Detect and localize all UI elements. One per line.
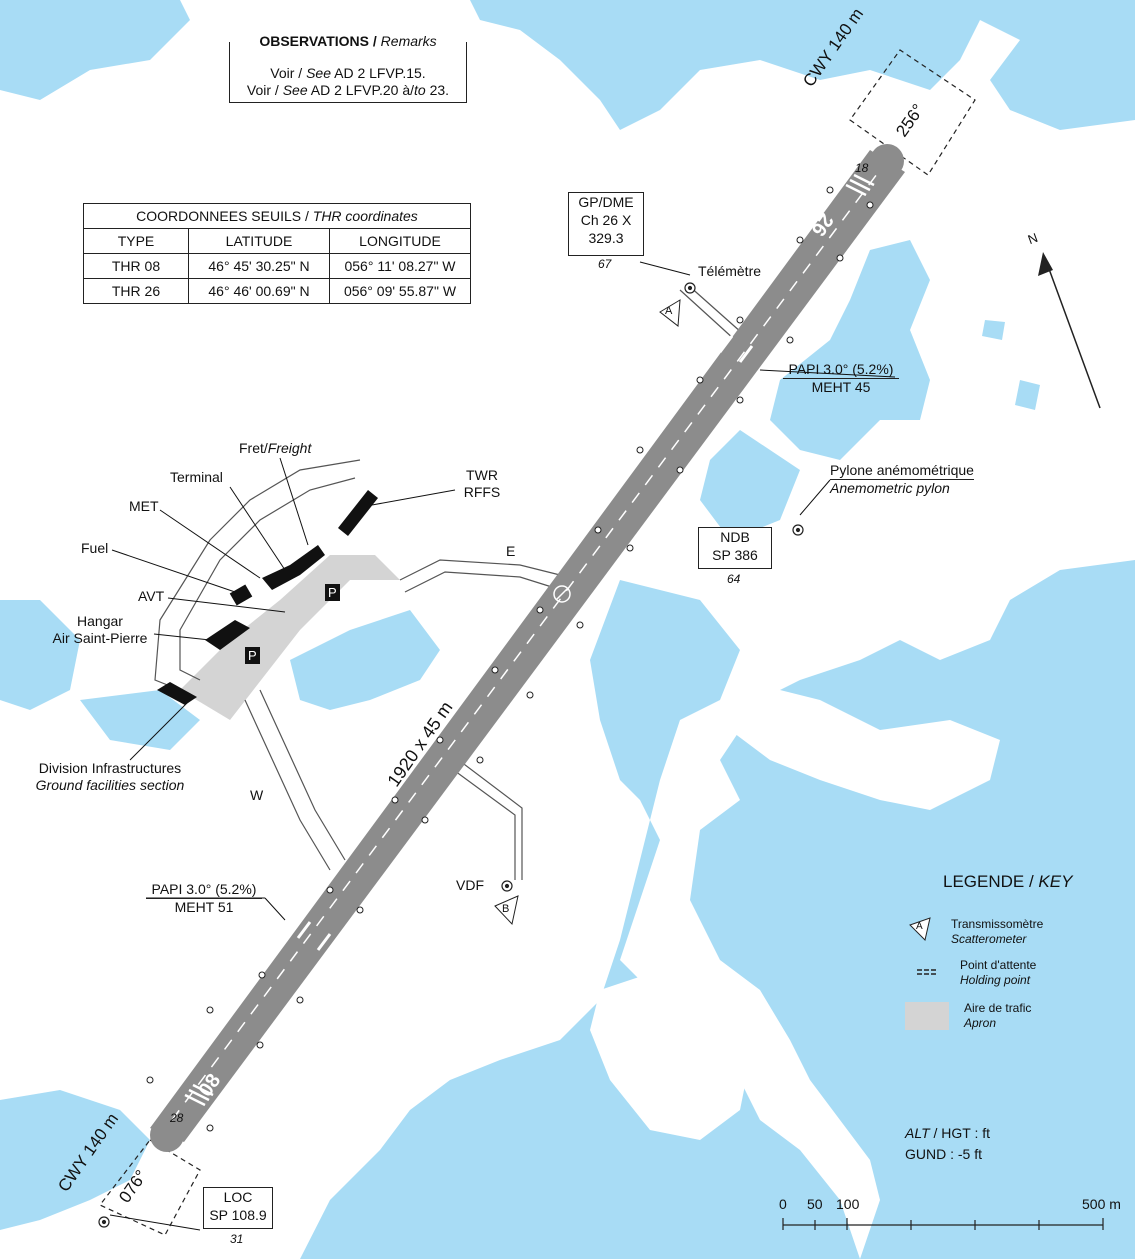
ndb-box: NDB SP 386 [698, 527, 772, 569]
scatterometer-a [659, 299, 681, 327]
north-arrow [1038, 252, 1101, 409]
gp-dme-elevation: 67 [598, 257, 612, 271]
thr-row-26: THR 26 46° 46' 00.69" N 056° 09' 55.87" … [83, 278, 471, 304]
terminal-building [262, 545, 325, 590]
water-inner-pond [290, 610, 440, 710]
observations-box: OBSERVATIONS / Remarks Voir / See AD 2 L… [229, 33, 467, 103]
division-label: Division Infrastructures Ground faciliti… [35, 760, 185, 793]
runway-surface [150, 150, 905, 1142]
runway-edge-lights [146, 186, 874, 1132]
water-east-lake [770, 240, 930, 460]
legend-apron: Aire de trafic Apron [964, 1001, 1032, 1030]
fuel-building [229, 584, 253, 606]
water-east-lake-2 [700, 430, 800, 540]
legend-symbol-a: A [916, 921, 923, 932]
parking-sign-north [325, 584, 340, 601]
thr-table-title: COORDONNEES SEUILS / THR coordinates [83, 203, 471, 229]
water-se-pond [1045, 1130, 1090, 1170]
water-west-pond-2 [80, 690, 200, 750]
water-north-west [0, 0, 190, 100]
fuel-label: Fuel [81, 540, 109, 556]
scale-label-100: 100 [836, 1196, 860, 1212]
twr-rffs-label: TWR RFFS [463, 467, 501, 500]
gp-dme-box: GP/DME Ch 26 X 329.3 [568, 192, 644, 256]
scale-label-500: 500 m [1082, 1196, 1121, 1212]
telemetre-label: Télémètre [698, 263, 762, 279]
scatterometer-b-label: B [502, 903, 510, 915]
units-gund: GUND : -5 ft [905, 1146, 983, 1162]
scatterometer-b [494, 895, 519, 926]
runway [150, 144, 905, 1152]
parking-sign-south [245, 647, 260, 664]
water-north-east [470, 0, 1135, 130]
avt-label: AVT [138, 588, 165, 604]
thr-row-08: THR 08 46° 45' 30.25" N 056° 11' 08.27" … [83, 253, 471, 279]
buildings [157, 490, 378, 705]
water-west-pond [0, 600, 80, 710]
observations-line-2: Voir / See AD 2 LFVP.20 à/to 23. [246, 82, 450, 98]
scatterometer-a-label: A [665, 305, 673, 317]
island-south-east [730, 680, 1000, 810]
loc-box: LOC SP 108.9 [203, 1187, 273, 1229]
water-south-west [0, 1090, 150, 1230]
parking-label-north: P [328, 585, 337, 600]
observations-title-fr: OBSERVATIONS [259, 33, 369, 49]
loc-elevation: 31 [230, 1232, 244, 1246]
water-ne-pond [1015, 380, 1040, 410]
observations-title-en: Remarks [380, 33, 437, 49]
division-building [157, 682, 197, 705]
hangar-label: Hangar Air Saint-Pierre [52, 613, 148, 646]
taxiway-e-label: E [506, 543, 516, 559]
freight-label: Fret/Freight [239, 440, 312, 456]
twr-building [338, 490, 378, 536]
legend-scatterometer: Transmissomètre Scatterometer [951, 917, 1044, 946]
apron-area [180, 555, 400, 720]
met-label: MET [129, 498, 159, 514]
legend-symbols [905, 917, 949, 1030]
legend-holding-point: Point d'attente Holding point [960, 958, 1037, 987]
thr-header-longitude: LONGITUDE [329, 228, 471, 254]
scale-bar [782, 1218, 1104, 1230]
observations-line-1: Voir / See AD 2 LFVP.15. [270, 65, 426, 81]
legend-title: LEGENDE / KEY [943, 872, 1073, 891]
island-south-east-2 [590, 970, 750, 1140]
ndb-elevation: 64 [727, 572, 741, 586]
thr-header-latitude: LATITUDE [188, 228, 330, 254]
leader-lines [109, 261, 896, 1231]
hangar-building [205, 620, 250, 650]
thr-header-type: TYPE [83, 228, 189, 254]
taxiways [154, 284, 743, 880]
runway-elevation-08: 28 [170, 1111, 184, 1125]
vdf-label: VDF [456, 877, 484, 893]
taxiway-w-label: W [250, 787, 264, 803]
scale-label-50: 50 [807, 1196, 823, 1212]
terminal-label: Terminal [170, 469, 223, 485]
runway-elevation-26: 18 [855, 161, 869, 175]
water-ne-pond-2 [982, 320, 1005, 340]
scale-label-0: 0 [779, 1196, 787, 1212]
clearway-sw [99, 1139, 201, 1236]
parking-label-south: P [248, 648, 257, 663]
threshold-coordinates-table: COORDONNEES SEUILS / THR coordinates TYP… [83, 203, 471, 304]
navaid-symbols [98, 282, 804, 1228]
papi-08-label: PAPI 3.0° (5.2%) MEHT 51 [146, 881, 262, 916]
pylon-label: Pylone anémométrique Anemometric pylon [830, 462, 974, 496]
units-alt: ALT / HGT : ft [905, 1125, 991, 1141]
papi-26-label: PAPI 3.0° (5.2%) MEHT 45 [783, 361, 899, 396]
